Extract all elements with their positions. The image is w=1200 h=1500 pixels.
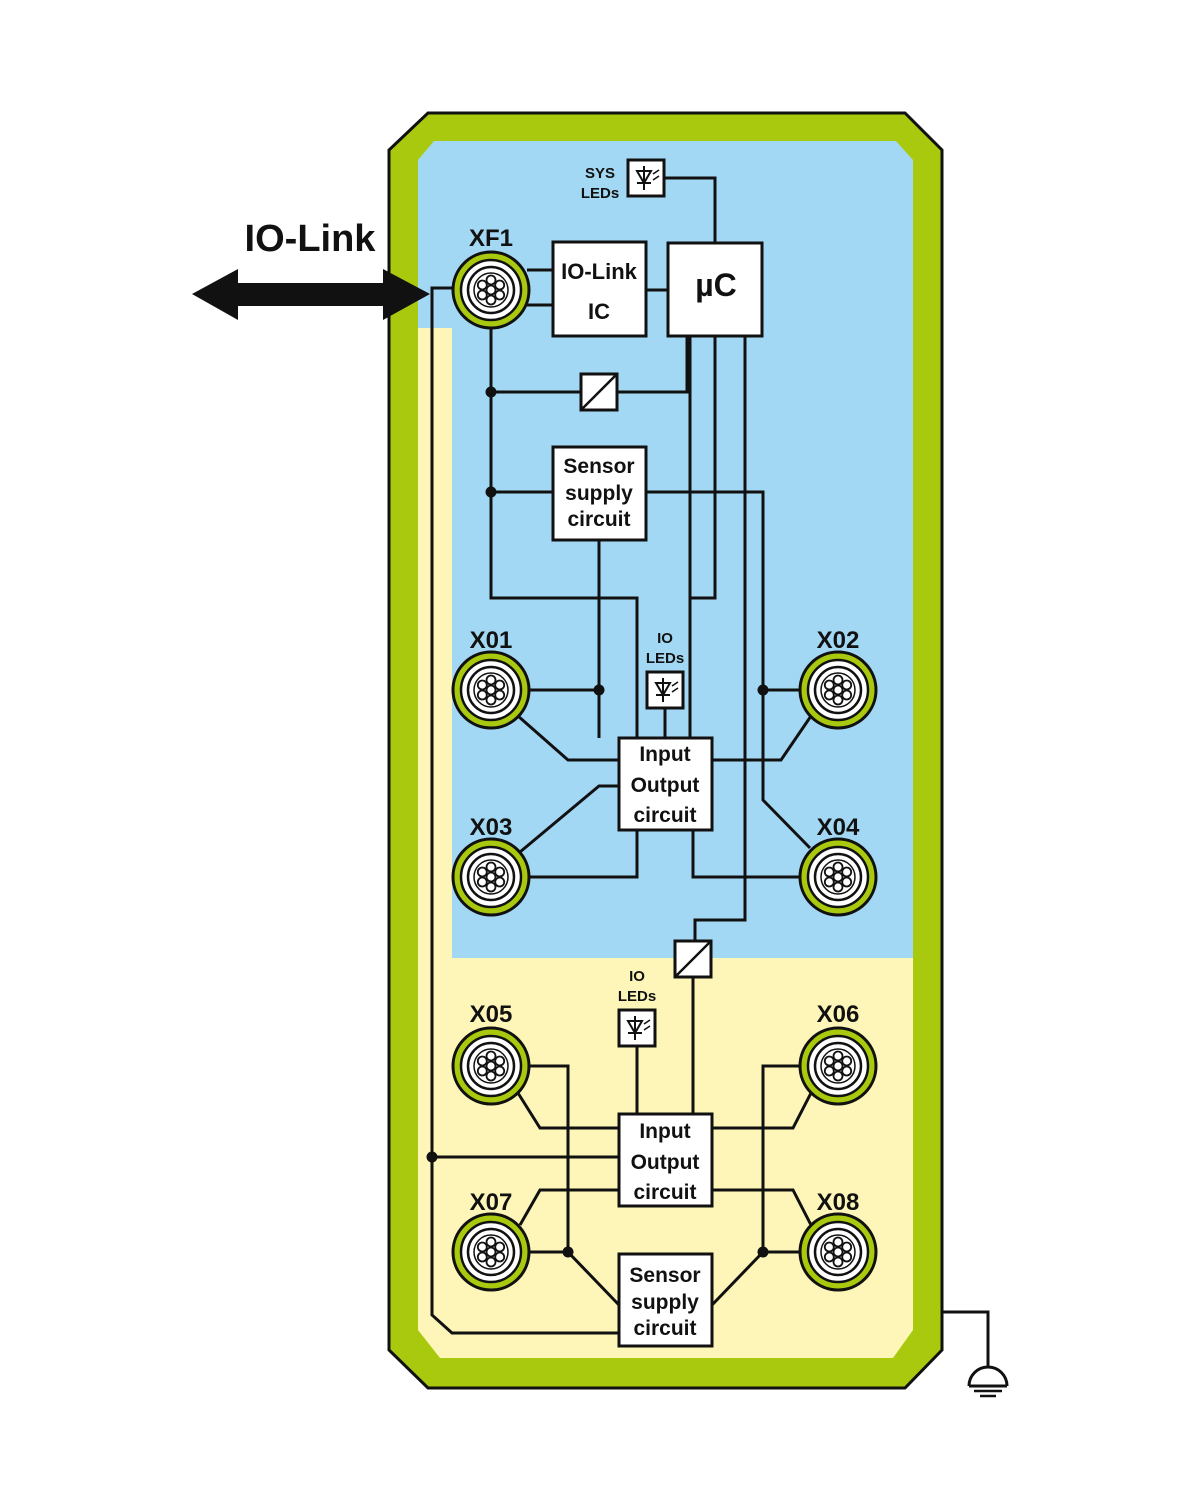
sys-leds-label: LEDs (581, 185, 619, 202)
svg-text:Input: Input (639, 743, 690, 766)
svg-text:IO-Link: IO-Link (561, 259, 638, 284)
io-leds-bottom-label: LEDs (618, 988, 656, 1005)
svg-text:µC: µC (695, 267, 737, 303)
svg-text:Sensor: Sensor (563, 455, 634, 478)
m12-connector-icon[interactable] (798, 650, 878, 730)
m12-connector-icon[interactable] (451, 1026, 531, 1106)
connector-label-x05: X05 (470, 1001, 513, 1028)
led-diode-icon (645, 670, 685, 710)
svg-text:Input: Input (639, 1120, 690, 1143)
connector-label-xf1: XF1 (469, 225, 513, 252)
led-diode-icon (617, 1008, 657, 1048)
m12-connector-icon[interactable] (451, 1212, 531, 1292)
galvanic-isolation-icon (579, 372, 619, 412)
wiring (426, 176, 990, 1366)
microcontroller-block: µC (666, 241, 764, 338)
io-circuit-bottom-block: Input Output circuit (617, 1112, 714, 1208)
connector-label-x02: X02 (817, 627, 860, 654)
io-leds-bottom-label: IO (629, 968, 645, 985)
io-circuit-top-block: Input Output circuit (617, 736, 714, 832)
galvanic-isolation-icon (673, 939, 713, 979)
io-leds-top-label: IO (657, 630, 673, 647)
io-link-label: IO-Link (245, 218, 377, 260)
svg-text:Output: Output (631, 1151, 700, 1174)
svg-text:circuit: circuit (567, 508, 630, 531)
double-arrow-icon (192, 269, 430, 320)
io-leds-top-label: LEDs (646, 650, 684, 667)
svg-text:supply: supply (631, 1291, 699, 1314)
svg-text:IC: IC (588, 299, 610, 324)
connector-label-x01: X01 (470, 627, 513, 654)
connector-label-x07: X07 (470, 1189, 513, 1216)
svg-text:circuit: circuit (633, 1317, 696, 1340)
led-diode-icon (626, 158, 666, 198)
m12-connector-icon[interactable] (451, 837, 531, 917)
sys-leds-label: SYS (585, 165, 615, 182)
m12-connector-icon[interactable] (798, 1212, 878, 1292)
svg-text:Sensor: Sensor (629, 1264, 700, 1287)
sensor-supply-bottom-block: Sensor supply circuit (617, 1252, 714, 1348)
ground-icon (967, 1365, 1009, 1398)
connector-label-x04: X04 (817, 814, 860, 841)
m12-connector-icon[interactable] (798, 1026, 878, 1106)
sensor-supply-top-block: Sensor supply circuit (551, 445, 648, 542)
svg-text:Output: Output (631, 774, 700, 797)
svg-text:supply: supply (565, 482, 633, 505)
connector-label-x03: X03 (470, 814, 513, 841)
svg-text:circuit: circuit (633, 804, 696, 827)
zone-blue (418, 141, 913, 958)
svg-text:circuit: circuit (633, 1181, 696, 1204)
m12-connector-icon[interactable] (451, 250, 531, 330)
io-link-ic-block: IO-Link IC (551, 240, 648, 338)
connector-label-x08: X08 (817, 1189, 860, 1216)
connector-label-x06: X06 (817, 1001, 860, 1028)
m12-connector-icon[interactable] (798, 837, 878, 917)
m12-connector-icon[interactable] (451, 650, 531, 730)
